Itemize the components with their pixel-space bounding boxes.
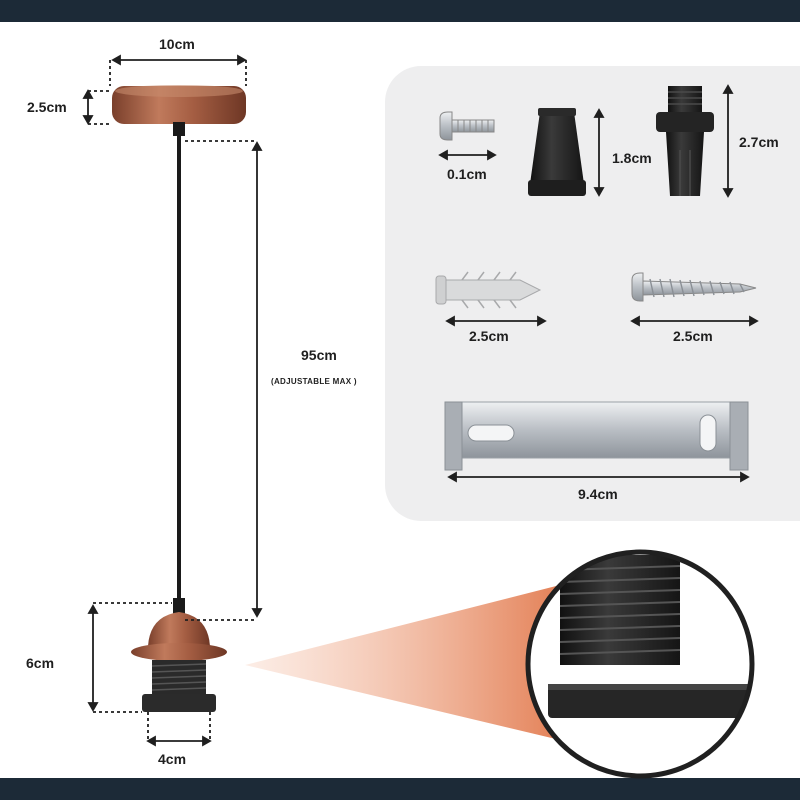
- threaded-nipple-label: 2.7cm: [739, 134, 779, 150]
- cable-length-label: 95cm: [301, 347, 337, 363]
- cord-grip-label: 1.8cm: [612, 150, 652, 166]
- dimension-lines: [82, 54, 263, 747]
- mounting-bracket: [444, 401, 749, 471]
- zoom-detail-circle: [525, 549, 755, 779]
- bottom-frame-bar: [0, 778, 800, 800]
- threaded-nipple: [656, 86, 714, 196]
- zoom-highlight-cone: [245, 585, 560, 740]
- ceiling-width-label: 10cm: [159, 36, 195, 52]
- cable-note-label: (ADJUSTABLE MAX ): [271, 377, 357, 386]
- wood-screw-label: 2.5cm: [673, 328, 713, 344]
- machine-screw: [439, 111, 495, 141]
- holder-height-label: 6cm: [26, 655, 55, 671]
- machine-screw-label: 0.1cm: [447, 166, 487, 182]
- cord-grip: [528, 108, 586, 196]
- mounting-bracket-label: 9.4cm: [578, 486, 618, 502]
- lamp-holder: [131, 598, 227, 712]
- ceiling-height-label: 2.5cm: [27, 99, 67, 115]
- wall-plug-label: 2.5cm: [469, 328, 509, 344]
- top-frame-bar: [0, 0, 800, 22]
- ceiling-rose: [112, 85, 246, 136]
- wood-screw: [631, 272, 757, 302]
- holder-width-label: 4cm: [158, 751, 187, 767]
- wall-plug: [435, 271, 542, 309]
